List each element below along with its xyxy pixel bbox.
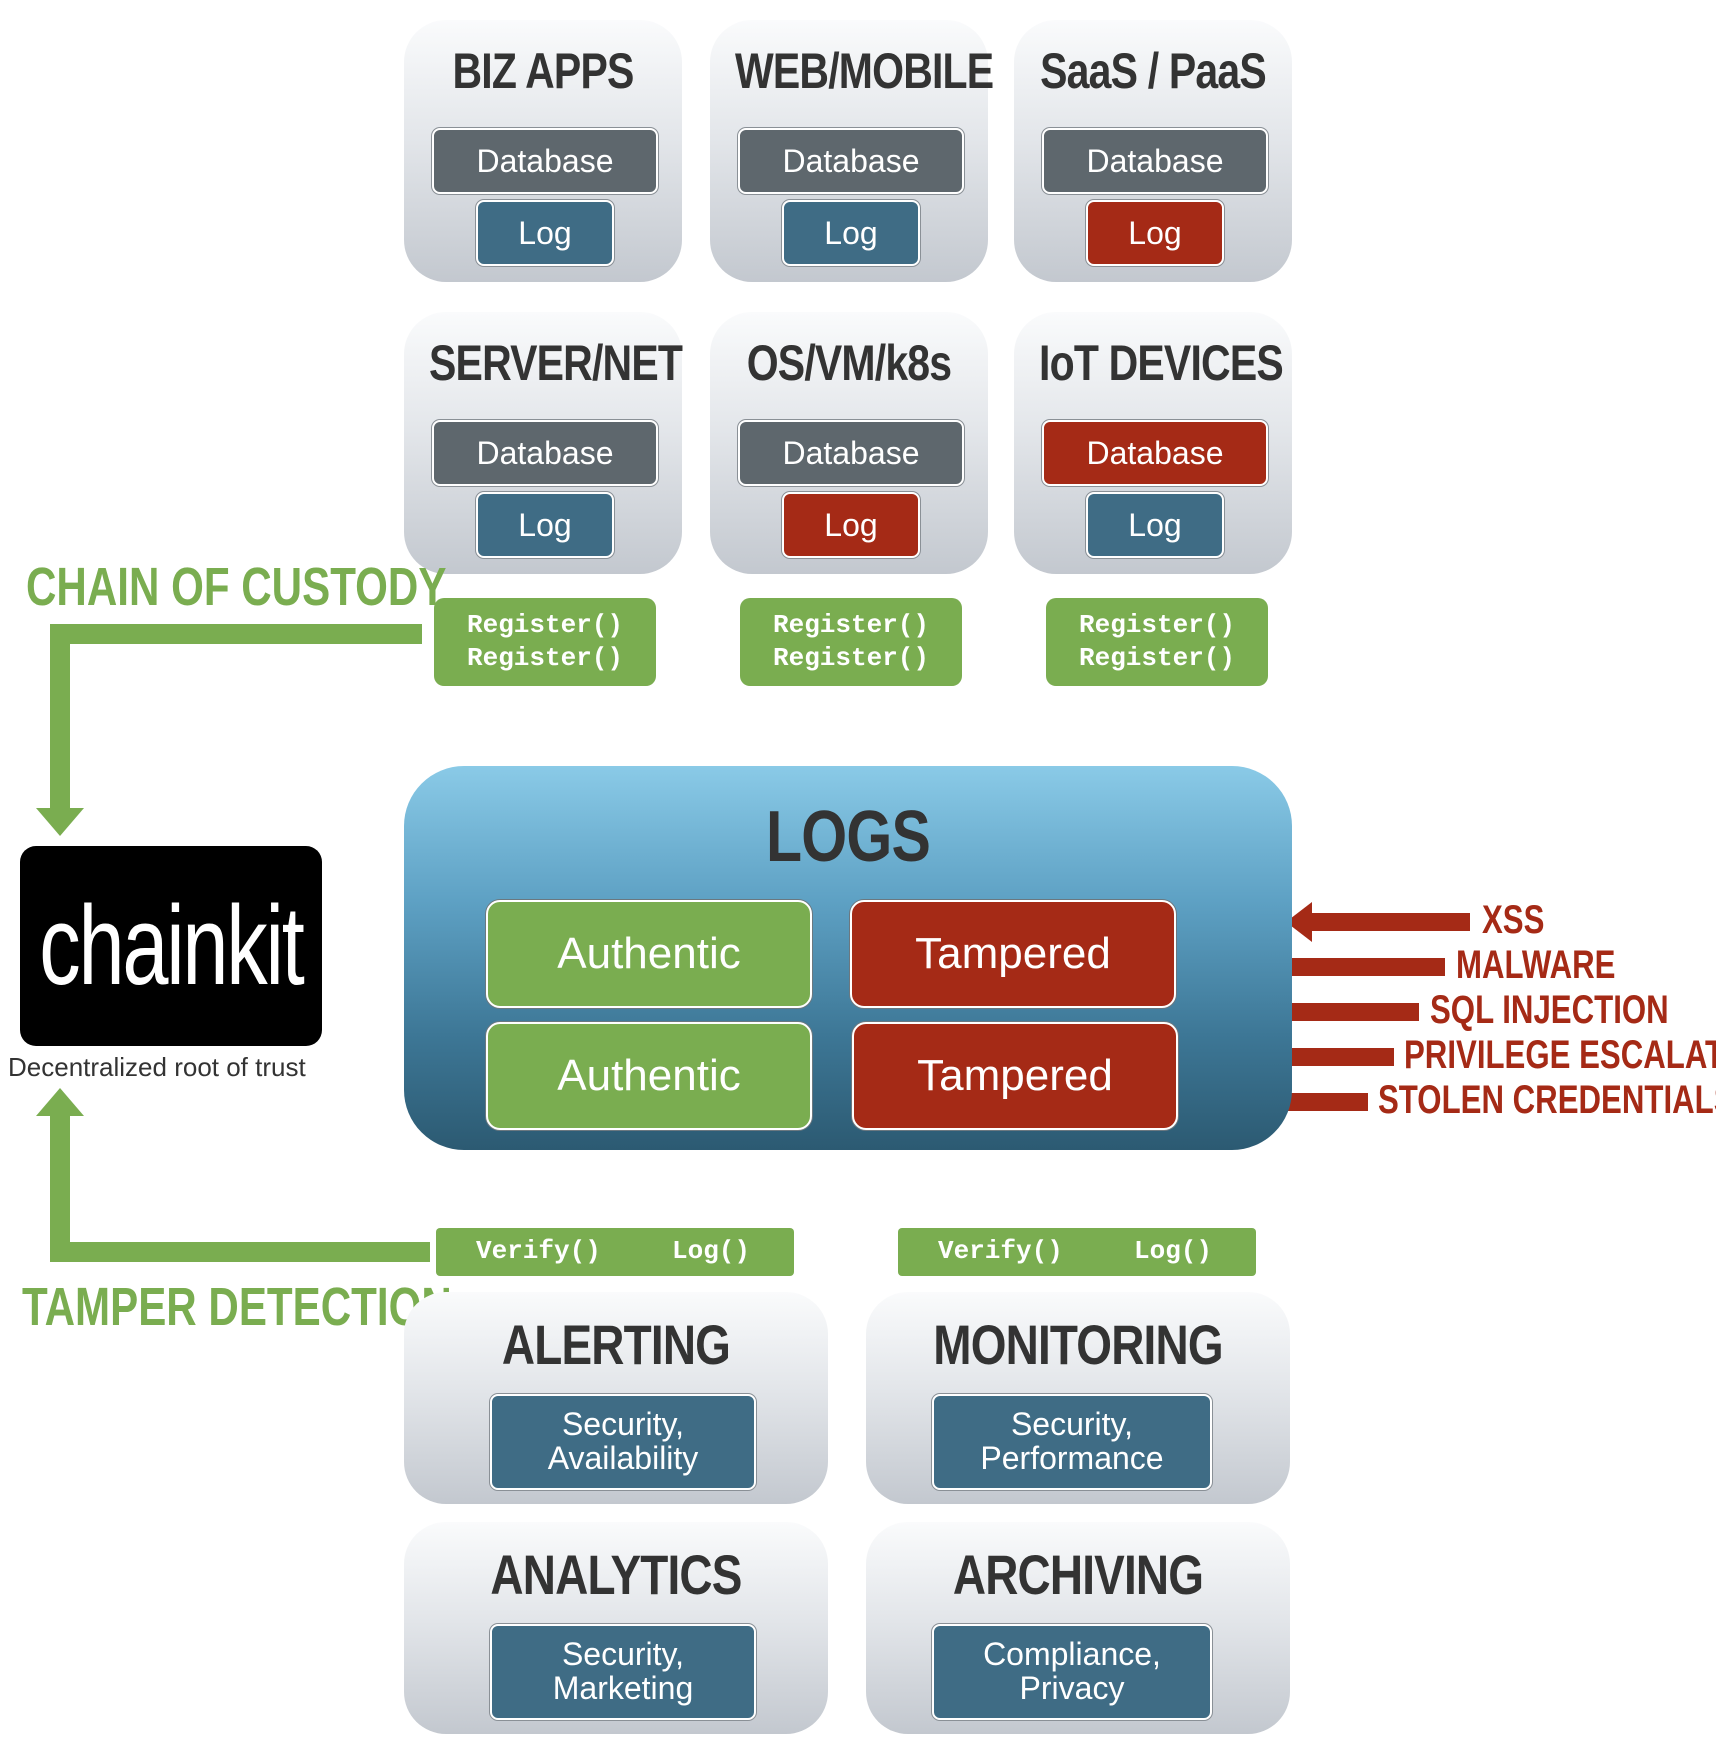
register-calls-2: Register() Register() [740, 598, 962, 686]
logs-panel: LOGS Authentic Tampered Authentic Tamper… [404, 766, 1292, 1150]
source-card-os-vm-k8s: OS/VM/k8s Database Log [710, 312, 988, 574]
log-box: Log [476, 200, 614, 266]
consumer-card-alerting: ALERTING Security, Availability [404, 1292, 828, 1504]
database-box: Database [738, 420, 964, 486]
database-box: Database [432, 420, 658, 486]
log-box-tampered: Log [1086, 200, 1224, 266]
log-box: Log [782, 200, 920, 266]
source-title: BIZ APPS [452, 43, 634, 99]
detail-line: Compliance, [983, 1636, 1161, 1673]
register-call: Register() [1078, 610, 1236, 640]
consumer-card-analytics: ANALYTICS Security, Marketing [404, 1522, 828, 1734]
log-call: Log() [1134, 1236, 1213, 1266]
register-calls-3: Register() Register() [1046, 598, 1268, 686]
consumer-detail: Security, Performance [932, 1394, 1212, 1490]
database-box: Database [738, 128, 964, 194]
detail-line: Performance [980, 1440, 1164, 1476]
logs-title: LOGS [765, 797, 931, 877]
register-calls-1: Register() Register() [434, 598, 656, 686]
tamper-detection-arrow [50, 1112, 430, 1262]
source-title: WEB/MOBILE [735, 43, 994, 99]
source-title: OS/VM/k8s [746, 335, 952, 391]
verify-call: Verify() [938, 1236, 1063, 1266]
consumer-title: ARCHIVING [952, 1543, 1204, 1606]
detail-line: Availability [547, 1440, 699, 1476]
source-card-saas-paas: SaaS / PaaS Database Log [1014, 20, 1292, 282]
threat-sql-injection: SQL INJECTION [1430, 988, 1669, 1032]
log-tampered: Tampered [852, 1022, 1178, 1130]
register-call: Register() [1078, 643, 1236, 673]
detail-line: Privacy [1019, 1670, 1125, 1706]
register-call: Register() [466, 643, 624, 673]
source-card-iot-devices: IoT DEVICES Database Log [1014, 312, 1292, 574]
threat-stolen-credentials: STOLEN CREDENTIALS [1378, 1078, 1716, 1122]
consumer-title: MONITORING [933, 1313, 1223, 1376]
log-authentic: Authentic [486, 1022, 812, 1130]
log-call: Log() [672, 1236, 751, 1266]
register-call: Register() [466, 610, 624, 640]
threat-privilege-escalation: PRIVILEGE ESCALATION [1404, 1033, 1716, 1077]
detail-line: Marketing [552, 1670, 694, 1706]
chain-of-custody-arrowhead [36, 808, 84, 836]
source-card-biz-apps: BIZ APPS Database Log [404, 20, 682, 282]
log-box: Log [1086, 492, 1224, 558]
source-title: SERVER/NET [429, 335, 683, 391]
source-title: IoT DEVICES [1039, 335, 1284, 391]
detail-line: Security, [561, 1636, 685, 1673]
source-card-server-net: SERVER/NET Database Log [404, 312, 683, 574]
verify-log-bar-2: Verify() Log() [898, 1228, 1256, 1276]
consumer-title: ANALYTICS [490, 1543, 742, 1606]
threat-xss: XSS [1482, 898, 1545, 942]
consumer-detail: Security, Marketing [490, 1624, 756, 1720]
chainkit-tagline: Decentralized root of trust [8, 1052, 306, 1082]
database-box: Database [1042, 128, 1268, 194]
log-authentic: Authentic [486, 900, 812, 1008]
consumer-card-archiving: ARCHIVING Compliance, Privacy [866, 1522, 1290, 1734]
verify-call: Verify() [476, 1236, 601, 1266]
database-box-tampered: Database [1042, 420, 1268, 486]
consumer-card-monitoring: MONITORING Security, Performance [866, 1292, 1290, 1504]
chainkit-logo-text: chainkit [39, 883, 304, 1008]
tamper-detection-arrowhead [36, 1088, 84, 1116]
log-tampered: Tampered [850, 900, 1176, 1008]
consumer-detail: Compliance, Privacy [932, 1624, 1212, 1720]
verify-log-bar-1: Verify() Log() [436, 1228, 794, 1276]
consumer-title: ALERTING [501, 1313, 731, 1376]
source-card-web-mobile: WEB/MOBILE Database Log [710, 20, 994, 282]
chain-of-custody-label: CHAIN OF CUSTODY [26, 557, 447, 617]
register-call: Register() [772, 610, 930, 640]
tamper-detection-label: TAMPER DETECTION [22, 1277, 452, 1337]
database-box: Database [432, 128, 658, 194]
register-call: Register() [772, 643, 930, 673]
detail-line: Security, [561, 1406, 685, 1443]
threat-malware: MALWARE [1456, 943, 1616, 987]
chain-of-custody-arrow [50, 624, 422, 812]
consumer-detail: Security, Availability [490, 1394, 756, 1490]
log-box-tampered: Log [782, 492, 920, 558]
chainkit-logo: chainkit [20, 846, 322, 1046]
detail-line: Security, [1010, 1406, 1134, 1443]
source-title: SaaS / PaaS [1040, 43, 1267, 99]
log-box: Log [476, 492, 614, 558]
